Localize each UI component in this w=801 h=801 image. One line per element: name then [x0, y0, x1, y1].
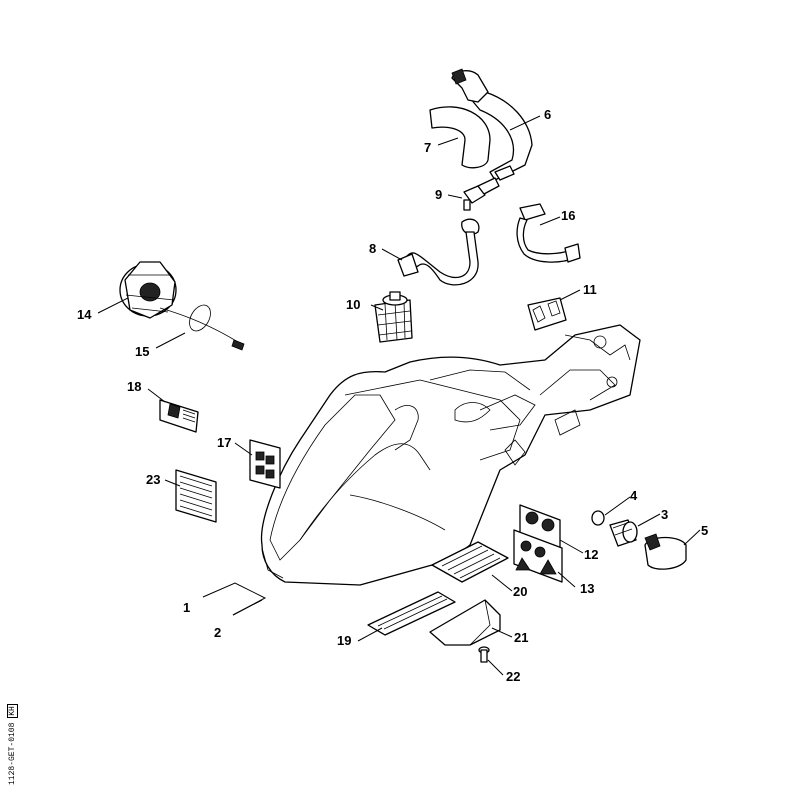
- callout-18: 18: [127, 379, 141, 394]
- part-10-filter: [374, 291, 413, 343]
- callout-11: 11: [583, 282, 597, 297]
- callout-20: 20: [513, 584, 527, 599]
- part-22-screw: [478, 646, 490, 663]
- callout-21: 21: [514, 630, 528, 645]
- part-19-strip: [367, 591, 456, 636]
- callout-5: 5: [701, 523, 708, 538]
- housing: [260, 324, 641, 586]
- callout-labels: 1 2 3 4 5 6 7 8 9 10 11 12 13 14 15 16 1…: [77, 107, 708, 684]
- drawing-code-suffix: KH: [7, 704, 18, 718]
- callout-4: 4: [630, 488, 638, 503]
- part-13-decal: [513, 529, 563, 583]
- callout-23: 23: [146, 472, 160, 487]
- part-18-decal: [159, 399, 199, 433]
- part-3-valve: [609, 519, 638, 547]
- part-5-cap: [644, 533, 687, 570]
- part-4-oring: [591, 510, 605, 526]
- part-6-elbow: [451, 68, 515, 181]
- part-15-wire: [159, 304, 245, 351]
- callout-13: 13: [580, 581, 594, 596]
- callout-15: 15: [135, 344, 149, 359]
- callout-17: 17: [217, 435, 231, 450]
- callout-3: 3: [661, 507, 668, 522]
- callout-14: 14: [77, 307, 92, 322]
- part-7-hose: [429, 106, 491, 169]
- part-23-decal: [175, 469, 217, 523]
- part-8-fuel-line: [397, 218, 480, 286]
- callout-22: 22: [506, 669, 520, 684]
- part-17-decal: [249, 439, 281, 489]
- part-11-rubber-mount: [527, 297, 567, 331]
- callout-10: 10: [346, 297, 360, 312]
- part-14-ignition: [119, 261, 177, 319]
- callout-2: 2: [214, 625, 221, 640]
- callout-7: 7: [424, 140, 431, 155]
- callout-12: 12: [584, 547, 598, 562]
- callout-1: 1: [183, 600, 190, 615]
- part-20-strip: [431, 541, 509, 583]
- part-16-pickup: [516, 203, 581, 263]
- drawing-code-text: 1128-GET-0108: [8, 722, 17, 785]
- callout-16: 16: [561, 208, 575, 223]
- callout-8: 8: [369, 241, 376, 256]
- callout-6: 6: [544, 107, 551, 122]
- leader-lines: [97, 115, 701, 676]
- drawing-code: 1128-GET-0108 KH: [7, 704, 18, 785]
- part-21-guard: [429, 599, 501, 646]
- callout-9: 9: [435, 187, 442, 202]
- callout-19: 19: [337, 633, 351, 648]
- part-9-fitting: [463, 177, 500, 211]
